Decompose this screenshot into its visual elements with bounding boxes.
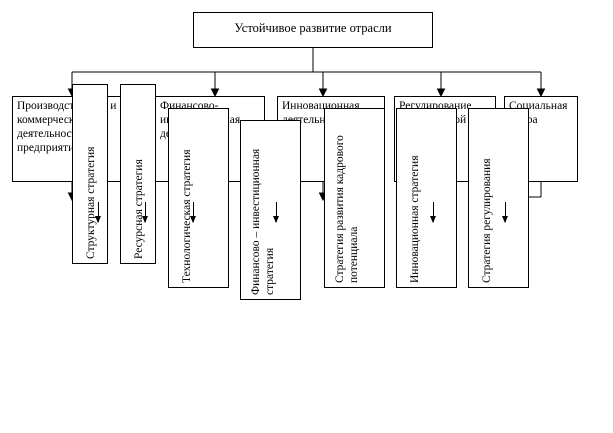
strategy-regulation-label: Стратегия регулирования: [481, 158, 493, 283]
arrow-down-icon: [502, 202, 508, 223]
strategy-structural-box: Структурная стратегия: [72, 84, 108, 264]
strategy-resource-box: Ресурсная стратегия: [120, 84, 156, 264]
strategy-investment-box: Финансово – инвестиционная стратегия: [240, 120, 301, 300]
strategy-technological-label: Технологическая стратегия: [181, 149, 193, 283]
strategy-personnel-box: Стратегия развития кадрового потенциала: [324, 108, 385, 288]
strategy-resource-label: Ресурсная стратегия: [133, 159, 145, 259]
diagram-title: Устойчивое развитие отрасли: [193, 12, 433, 48]
strategy-structural-label: Структурная стратегия: [85, 146, 97, 259]
strategy-innovation-box: Инновационная стратегия: [396, 108, 457, 288]
arrow-down-icon: [430, 202, 436, 223]
arrow-down-icon: [142, 202, 148, 223]
arrow-down-icon: [95, 202, 101, 223]
strategy-investment-label: Финансово – инвестиционная стратегия: [250, 148, 276, 295]
arrow-down-icon: [273, 202, 279, 223]
strategy-innovation-label: Инновационная стратегия: [409, 155, 421, 284]
strategy-technological-box: Технологическая стратегия: [168, 108, 229, 288]
arrow-down-icon: [190, 202, 196, 223]
strategy-personnel-label: Стратегия развития кадрового потенциала: [334, 135, 360, 283]
strategy-regulation-box: Стратегия регулирования: [468, 108, 529, 288]
